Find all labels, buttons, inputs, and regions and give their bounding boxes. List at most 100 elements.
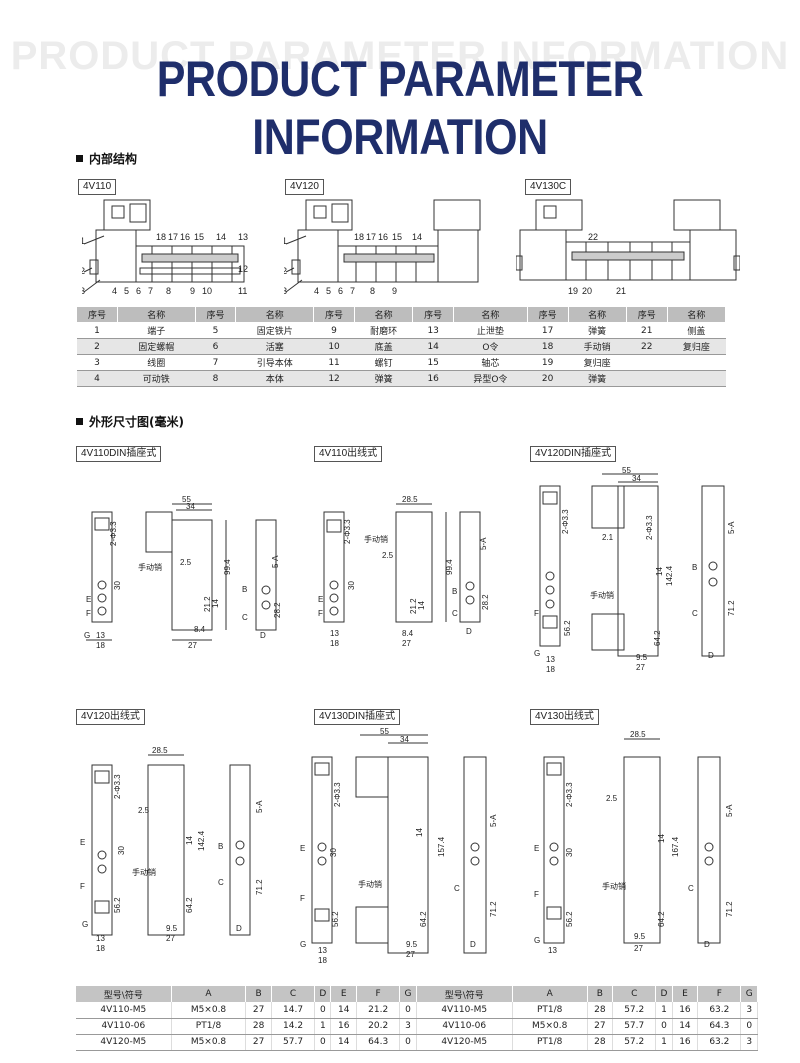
- table-cell: 端子: [117, 322, 196, 339]
- structure-drawing-4v120: 1 2 3 4 5 6 7 8 9 14 15 16 17 18: [284, 196, 484, 300]
- dim-value: 142.4: [197, 830, 206, 851]
- column-header: E: [330, 986, 358, 1002]
- callout: 11: [238, 286, 247, 296]
- table-cell: 14: [330, 1034, 358, 1051]
- table-cell: [626, 354, 668, 371]
- dim-value: 64.2: [419, 911, 428, 927]
- dim-value: 30: [113, 581, 122, 590]
- dim-value: 27: [406, 950, 415, 959]
- dim-value: 28.5: [152, 746, 168, 755]
- table-cell: 4: [76, 370, 118, 387]
- dim-value: G: [534, 936, 540, 945]
- dim-value: 14: [415, 828, 424, 837]
- table-cell: 轴芯: [453, 354, 528, 371]
- table-cell: 28: [245, 1018, 272, 1035]
- dim-value: 2-Φ3.3: [333, 782, 342, 807]
- table-cell: 10: [313, 338, 355, 355]
- table-cell: 27: [587, 1018, 614, 1035]
- table-cell: 28: [587, 1034, 614, 1051]
- column-header: C: [612, 986, 657, 1002]
- dim-label-4v130-din: 4V130DIN插座式: [314, 709, 401, 725]
- dim-value: C: [692, 609, 698, 618]
- table-cell: 底盖: [354, 338, 413, 355]
- table-cell: 14: [672, 1018, 699, 1035]
- dim-value: 14: [185, 836, 194, 845]
- dim-value: 71.2: [727, 600, 736, 616]
- column-header: 序号: [194, 306, 237, 323]
- dim-value: 手动销: [132, 867, 156, 877]
- dim-label-4v120-wire: 4V120出线式: [76, 709, 145, 725]
- table-cell: 手动销: [568, 338, 627, 355]
- section-dimensions: 外形尺寸图(毫米): [76, 413, 184, 430]
- table-cell: 弹簧: [354, 370, 413, 387]
- structure-label-4v130c: 4V130C: [525, 179, 572, 195]
- table-cell: 14: [330, 1002, 358, 1019]
- table-cell: 异型O令: [453, 370, 528, 387]
- table-cell: [667, 370, 726, 387]
- dim-value: F: [80, 882, 85, 891]
- callout: 2: [284, 266, 287, 276]
- section-dimensions-title: 外形尺寸图(毫米): [89, 415, 184, 429]
- dim-value: E: [534, 844, 539, 853]
- column-header: F: [697, 986, 742, 1002]
- dim-value: E: [318, 595, 323, 604]
- dim-value: 18: [96, 944, 105, 953]
- dim-value: 2-Φ3.3: [343, 519, 352, 544]
- dim-value: B: [218, 842, 223, 851]
- table-cell: [667, 354, 726, 371]
- column-header: G: [740, 986, 758, 1002]
- dim-value: 27: [166, 934, 175, 943]
- dim-value: D: [704, 940, 710, 949]
- dim-value: 28.5: [402, 495, 418, 504]
- dim-label-4v120-din: 4V120DIN插座式: [530, 446, 617, 462]
- column-header: 名称: [567, 306, 627, 323]
- callout: 2: [82, 266, 85, 276]
- dim-value: 99.4: [223, 559, 232, 575]
- dim-drawing-4v120-wire: 28.5 2-Φ3.3 2.5 14 142.4 30 E 手动销 F 56.2…: [80, 745, 280, 955]
- section-internal-structure: 内部结构: [76, 150, 137, 167]
- dim-value: 55: [182, 495, 191, 504]
- dim-value: 2-Φ3.3: [565, 782, 574, 807]
- table-cell: 2: [76, 338, 118, 355]
- column-header: 名称: [453, 306, 528, 323]
- table-cell: 止泄垫: [453, 322, 528, 339]
- dim-label-4v130-wire: 4V130出线式: [530, 709, 599, 725]
- table-cell: 27: [245, 1002, 272, 1019]
- dim-value: 手动销: [358, 879, 382, 889]
- table-cell: 18: [527, 338, 569, 355]
- table-cell: 21.2: [356, 1002, 401, 1019]
- callout: 9: [392, 286, 397, 296]
- title-area: PRODUCT PARAMETER INFORMATION PRODUCT PA…: [0, 28, 800, 165]
- table-cell: 引导本体: [235, 354, 314, 371]
- table-cell: 弹簧: [568, 322, 627, 339]
- callout: 8: [166, 286, 171, 296]
- dim-value: 18: [318, 956, 327, 965]
- callout: 5: [326, 286, 331, 296]
- column-header: 名称: [235, 306, 315, 323]
- dim-drawing-4v130-din: 55 34 2-Φ3.3 14 157.4 30 E 手动销 F 56.2 64…: [296, 727, 526, 967]
- callout: 6: [338, 286, 343, 296]
- dim-value: 34: [186, 502, 195, 511]
- table-cell: 复归座: [568, 354, 627, 371]
- table-cell: 15: [412, 354, 454, 371]
- table-cell: 4V110-M5: [76, 1002, 172, 1019]
- spec-table: 型号\符号 A B C D E F G 型号\符号 A B C D E F G …: [76, 986, 758, 1051]
- dim-value: 2-Φ3.3: [561, 509, 570, 534]
- dim-value: 71.2: [255, 879, 264, 895]
- dim-value: 5-A: [479, 537, 488, 550]
- table-cell: 3: [399, 1018, 417, 1035]
- table-cell: 7: [195, 354, 236, 371]
- table-cell: 0: [314, 1002, 332, 1019]
- callout: 14: [412, 232, 422, 242]
- dim-value: 13: [546, 655, 555, 664]
- table-cell: 28: [587, 1002, 614, 1019]
- table-cell: 14.2: [271, 1018, 316, 1035]
- column-header: B: [245, 986, 272, 1002]
- table-cell: 复归座: [667, 338, 726, 355]
- dim-value: D: [466, 627, 472, 636]
- callout: 17: [366, 232, 376, 242]
- parts-table-header: 序号 名称 序号 名称 序号 名称 序号 名称 序号 名称 序号 名称: [76, 306, 727, 323]
- table-cell: M5×0.8: [171, 1002, 247, 1019]
- dim-value: E: [300, 844, 305, 853]
- square-bullet-icon: [76, 155, 83, 162]
